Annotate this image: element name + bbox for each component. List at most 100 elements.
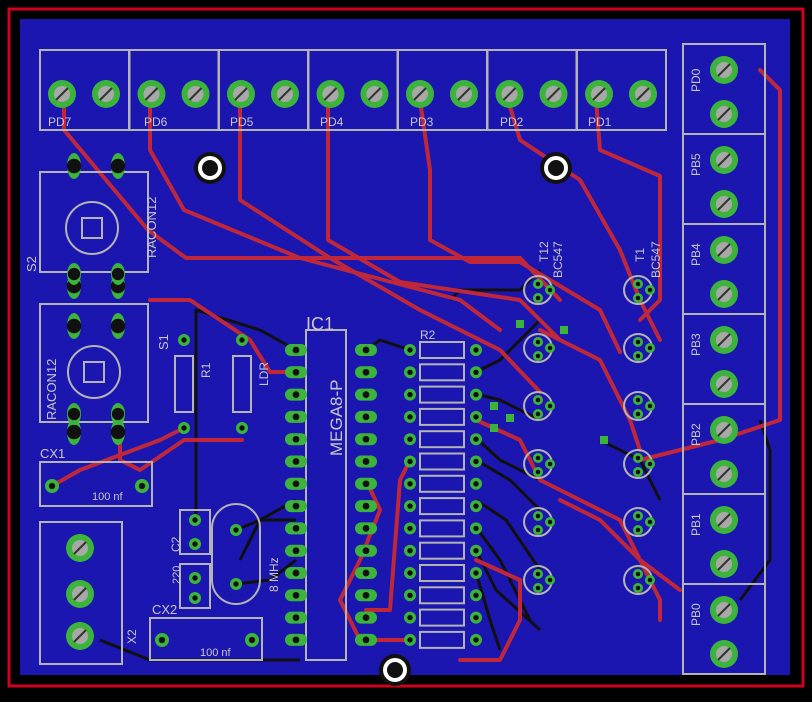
- pad-hole: [362, 569, 370, 577]
- silk-outline: [149, 617, 263, 661]
- pad-hole: [292, 614, 300, 621]
- silk-outline: [419, 474, 465, 493]
- resistor-label-r1: R1: [199, 362, 213, 378]
- bottom-trace: [475, 318, 542, 374]
- transistor-outline: [623, 275, 654, 305]
- switch-center: [81, 217, 103, 239]
- screw-slot: [502, 87, 517, 101]
- pad-hole: [67, 407, 81, 421]
- screw-slot: [413, 87, 427, 101]
- top-trace: [364, 458, 412, 612]
- pad-hole: [66, 424, 82, 440]
- transistor-outline: [523, 565, 554, 595]
- silk-outline: [419, 497, 465, 516]
- via: [516, 320, 524, 328]
- mounting-hole: [194, 152, 226, 184]
- silk-outline: [419, 385, 465, 404]
- pad-hole: [248, 636, 256, 644]
- silk-outline: [419, 341, 465, 359]
- pad-hole: [292, 547, 300, 555]
- screw-slot: [73, 587, 87, 601]
- top-trace: [538, 328, 642, 452]
- transistor-part-label-2: BC547: [649, 241, 663, 278]
- pad-hole: [635, 527, 641, 533]
- pad-hole: [407, 414, 413, 420]
- pad-hole: [292, 525, 300, 532]
- screw-slot: [717, 557, 731, 571]
- transistor-outline: [623, 449, 654, 479]
- pad-hole: [473, 592, 479, 598]
- top-trace: [418, 98, 622, 354]
- terminal-label-pb3: PB3: [689, 333, 703, 356]
- resistor-label-ldr: LDR: [257, 362, 271, 386]
- pad-hole: [233, 527, 239, 533]
- pad-hole: [647, 287, 653, 293]
- pad-hole: [547, 461, 553, 467]
- pad-hole: [535, 411, 541, 417]
- pad-hole: [292, 569, 300, 577]
- pad-hole: [158, 636, 166, 644]
- board-frame: [7, 7, 805, 688]
- terminal-label-pb5: PB5: [689, 153, 703, 176]
- screw-slot: [717, 333, 731, 347]
- silk-outline: [419, 430, 465, 449]
- pad-hole: [292, 368, 300, 376]
- pad-hole: [110, 424, 126, 440]
- pad-hole: [635, 455, 641, 461]
- silk-outline: [576, 49, 667, 131]
- pad-hole: [407, 548, 413, 554]
- silk-outline: [419, 564, 465, 582]
- top-trace: [594, 98, 662, 322]
- pad-hole: [292, 502, 300, 510]
- pad-hole: [239, 337, 245, 343]
- terminal-label-pb4: PB4: [689, 243, 703, 266]
- transistor-label-t1: T1: [633, 248, 647, 262]
- pad-hole: [362, 346, 370, 354]
- pad-hole: [535, 513, 541, 519]
- screw-slot: [457, 87, 471, 101]
- top-trace: [148, 298, 298, 374]
- switch-knob: [67, 345, 121, 399]
- pad-hole: [635, 397, 641, 403]
- top-trace: [458, 558, 522, 662]
- pad-hole: [362, 636, 370, 644]
- pad-hole: [647, 345, 653, 351]
- pad-hole: [535, 585, 541, 591]
- pad-hole: [547, 519, 553, 525]
- top-trace: [118, 412, 244, 472]
- silk-outline: [419, 630, 465, 649]
- screw-slot: [278, 87, 292, 101]
- pad-hole: [473, 637, 479, 643]
- screw-slot: [717, 647, 731, 661]
- pad-hole: [535, 455, 541, 461]
- top-trace-layer: [50, 68, 782, 662]
- switch-label-s2: S2: [24, 256, 39, 272]
- silk-outline: [419, 519, 465, 538]
- bottom-trace: [235, 518, 296, 532]
- pad-hole: [407, 570, 413, 576]
- screw-slot: [592, 87, 606, 101]
- pad-hole: [473, 525, 479, 532]
- pad-hole: [407, 614, 413, 621]
- top-trace: [638, 68, 782, 462]
- transistor-outline: [523, 275, 554, 305]
- terminal-label-pd3: PD3: [410, 115, 434, 129]
- cap-value-cx1: 100 nf: [92, 491, 124, 503]
- bottom-trace: [475, 498, 542, 571]
- pad-hole: [547, 287, 553, 293]
- silk-outline: [179, 563, 211, 609]
- terminal-label-pd0: PD0: [689, 68, 703, 92]
- pad-hole: [362, 458, 370, 465]
- pad-hole: [181, 337, 187, 343]
- pad-hole: [473, 369, 479, 375]
- pad-hole: [407, 347, 413, 353]
- pad-hole: [67, 267, 81, 281]
- pad-hole: [547, 577, 553, 583]
- pad-hole: [635, 571, 641, 577]
- pad-hole: [362, 614, 370, 621]
- pad-hole: [535, 281, 541, 287]
- pad-hole: [362, 525, 370, 532]
- ic-name-label: MEGA8-P: [327, 379, 346, 456]
- silk-outline: [419, 452, 465, 471]
- bottom-trace: [448, 268, 542, 302]
